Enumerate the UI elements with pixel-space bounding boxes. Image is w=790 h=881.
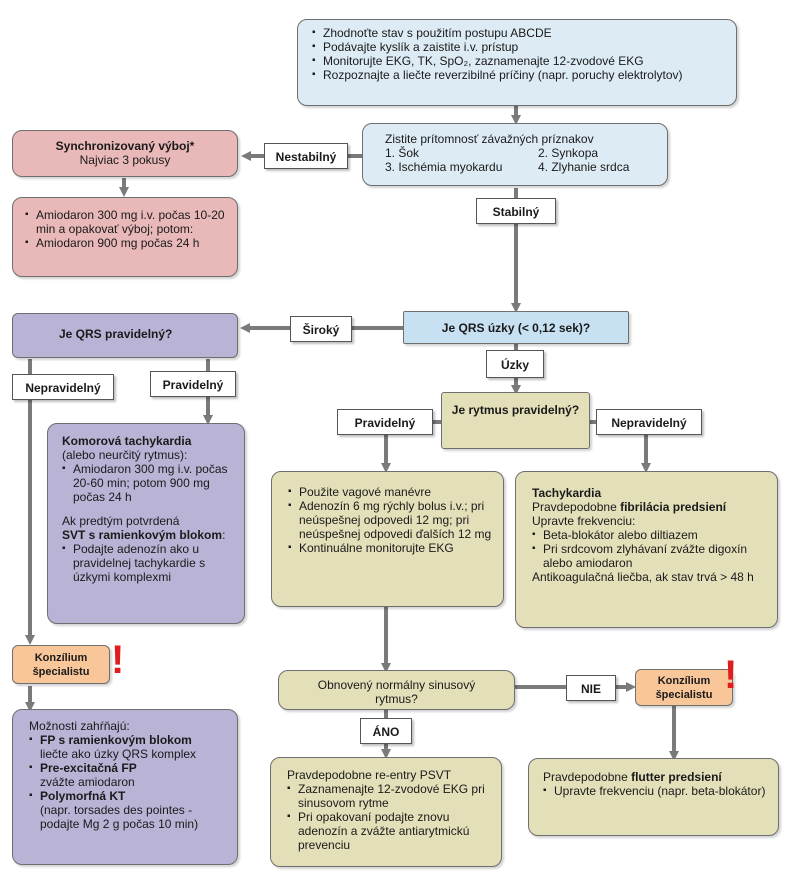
qrs-regular-text: Je QRS pravidelný? <box>59 327 173 341</box>
symptom-ischemia: 3. Ischémia myokardu <box>385 160 503 174</box>
consult-left-text: Konzílium špecialistu <box>32 652 90 678</box>
af-line: Upravte frekvenciu: <box>532 514 636 528</box>
psvt-title: Pravdepodobne re-entry PSVT <box>287 768 452 782</box>
flutter-list: Upravte frekvenciu (napr. beta-blokátor) <box>543 784 770 798</box>
vt-title: Komorová tachykardia <box>62 434 192 448</box>
vt-item-2: Podajte adenozín ako u pravidelnej tachy… <box>62 542 236 584</box>
options-title: Možnosti zahŕňajú: <box>29 719 130 733</box>
label-no: NIE <box>566 675 616 701</box>
warning-exclamation-icon: ! <box>724 653 738 697</box>
amiodarone-item: Amiodaron 300 mg i.v. počas 10-20 min a … <box>25 208 225 236</box>
consult-specialist-left: Konzílium špecialistu <box>12 645 110 684</box>
vt-subtitle: (alebo neurčitý rytmus): <box>62 448 188 462</box>
amiodarone-list: Amiodaron 300 mg i.v. počas 10-20 min a … <box>25 208 225 250</box>
assessment-item: Podávajte kyslík a zaistite i.v. prístup <box>312 40 726 54</box>
label-unstable: Nestabilný <box>264 143 348 169</box>
warning-exclamation-icon: ! <box>111 638 125 682</box>
option-item: FP s ramienkovým blokom liečte ako úzky … <box>29 733 231 761</box>
atrial-fibrillation-box: Tachykardia Pravdepodobne fibrilácia pre… <box>515 471 778 628</box>
assessment-item: Zhodnoťte stav s použitím postupu ABCDE <box>312 26 726 40</box>
shock-subtitle: Najviac 3 pokusy <box>79 153 171 167</box>
symptoms-title: Zistite prítomnosť závažných príznakov <box>385 132 594 146</box>
rhythm-regular-text: Je rytmus pravidelný? <box>451 403 580 417</box>
vagal-item: Adenozín 6 mg rýchly bolus i.v.; pri neú… <box>288 499 495 541</box>
assessment-item: Rozpoznajte a liečte reverzibilné príčin… <box>312 68 726 82</box>
flutter-title: Pravdepodobne <box>543 770 632 784</box>
amiodarone-item: Amiodaron 900 mg počas 24 h <box>25 236 225 250</box>
vagal-item: Použite vagové manévre <box>288 485 495 499</box>
symptom-heart-failure: 4. Zlyhanie srdca <box>538 160 630 174</box>
vagal-maneuvers-box: Použite vagové manévre Adenozín 6 mg rýc… <box>271 471 504 607</box>
vt-condition-end: : <box>222 528 226 542</box>
symptom-syncope: 2. Synkopa <box>538 146 599 160</box>
atrial-flutter-box: Pravdepodobne flutter predsiení Upravte … <box>528 758 779 836</box>
label-stable: Stabilný <box>476 198 556 224</box>
flutter-title-bold: flutter predsiení <box>631 770 722 784</box>
vt-condition-bold: SVT s ramienkovým blokom <box>62 528 223 542</box>
symptom-shock: 1. Šok <box>385 146 420 160</box>
af-tail: Antikoagulačná liečba, ak stav trvá > 48… <box>532 570 754 584</box>
narrow-qrs-question: Je QRS úzky (< 0,12 sek)? <box>403 311 629 344</box>
shock-title: Synchronizovaný výboj* <box>55 139 195 153</box>
option-bold: Polymorfná KT <box>40 789 126 803</box>
sinus-rhythm-question: Obnovený normálny sinusový rytmus? <box>278 670 515 710</box>
amiodarone-box: Amiodaron 300 mg i.v. počas 10-20 min a … <box>12 197 238 277</box>
af-title: Tachykardia <box>532 486 602 500</box>
options-box: Možnosti zahŕňajú: FP s ramienkovým blok… <box>12 709 238 865</box>
consult-specialist-right: Konzílium špecialistu <box>635 669 733 706</box>
af-subtitle-bold: fibrilácia predsiení <box>620 500 727 514</box>
label-wide: Široký <box>290 316 352 342</box>
option-item: Polymorfná KT (napr. torsades des pointe… <box>29 789 231 831</box>
symptoms-box: Zistite prítomnosť závažných príznakov 1… <box>362 123 668 186</box>
af-list: Beta-blokátor alebo diltiazem Pri srdcov… <box>532 528 769 570</box>
consult-right-text: Konzílium špecialistu <box>655 675 713 701</box>
psvt-item: Zaznamenajte 12-zvodové EKG pri sinusovo… <box>287 782 493 810</box>
assessment-item: Monitorujte EKG, TK, SpO₂, zaznamenajte … <box>312 54 726 68</box>
label-regular-left: Pravidelný <box>150 371 236 397</box>
vt-condition: Ak predtým potvrdená <box>62 514 180 528</box>
qrs-regular-question: Je QRS pravidelný? <box>12 313 238 358</box>
assessment-list: Zhodnoťte stav s použitím postupu ABCDE … <box>312 26 726 82</box>
label-narrow: Úzky <box>486 350 544 378</box>
af-item: Beta-blokátor alebo diltiazem <box>532 528 769 542</box>
af-item: Pri srdcovom zlyhávaní zvážte digoxín al… <box>532 542 769 570</box>
label-irregular-right: Nepravidelný <box>596 409 702 435</box>
assessment-box: Zhodnoťte stav s použitím postupu ABCDE … <box>297 19 737 106</box>
option-text: (napr. torsades des pointes - podajte Mg… <box>40 803 199 831</box>
options-list: FP s ramienkovým blokom liečte ako úzky … <box>29 733 231 831</box>
vagal-list: Použite vagové manévre Adenozín 6 mg rýc… <box>288 485 495 555</box>
option-text: liečte ako úzky QRS komplex <box>40 747 197 761</box>
af-subtitle: Pravdepodobne <box>532 500 621 514</box>
flutter-item: Upravte frekvenciu (napr. beta-blokátor) <box>543 784 770 798</box>
psvt-list: Zaznamenajte 12-zvodové EKG pri sinusovo… <box>287 782 493 852</box>
vt-list-2: Podajte adenozín ako u pravidelnej tachy… <box>62 542 236 584</box>
rhythm-regular-question: Je rytmus pravidelný? <box>441 392 590 449</box>
vt-list: Amiodaron 300 mg i.v. počas 20-60 min; p… <box>62 462 236 504</box>
option-text: zvážte amiodaron <box>40 775 135 789</box>
option-item: Pre-excitačná FP zvážte amiodaron <box>29 761 231 789</box>
label-irregular-left: Nepravidelný <box>12 374 114 400</box>
psvt-item: Pri opakovaní podajte znovu adenozín a z… <box>287 810 493 852</box>
label-regular-mid: Pravidelný <box>337 409 433 435</box>
sinus-rhythm-text: Obnovený normálny sinusový rytmus? <box>317 678 476 706</box>
ventricular-tachycardia-box: Komorová tachykardia (alebo neurčitý ryt… <box>47 423 245 624</box>
psvt-box: Pravdepodobne re-entry PSVT Zaznamenajte… <box>270 757 502 867</box>
option-bold: Pre-excitačná FP <box>40 761 137 775</box>
vt-item: Amiodaron 300 mg i.v. počas 20-60 min; p… <box>62 462 236 504</box>
vagal-item: Kontinuálne monitorujte EKG <box>288 541 495 555</box>
label-yes: ÁNO <box>360 718 412 744</box>
option-bold: FP s ramienkovým blokom <box>40 733 192 747</box>
narrow-qrs-text: Je QRS úzky (< 0,12 sek)? <box>441 321 591 335</box>
synchronized-shock-box: Synchronizovaný výboj* Najviac 3 pokusy <box>12 130 238 177</box>
